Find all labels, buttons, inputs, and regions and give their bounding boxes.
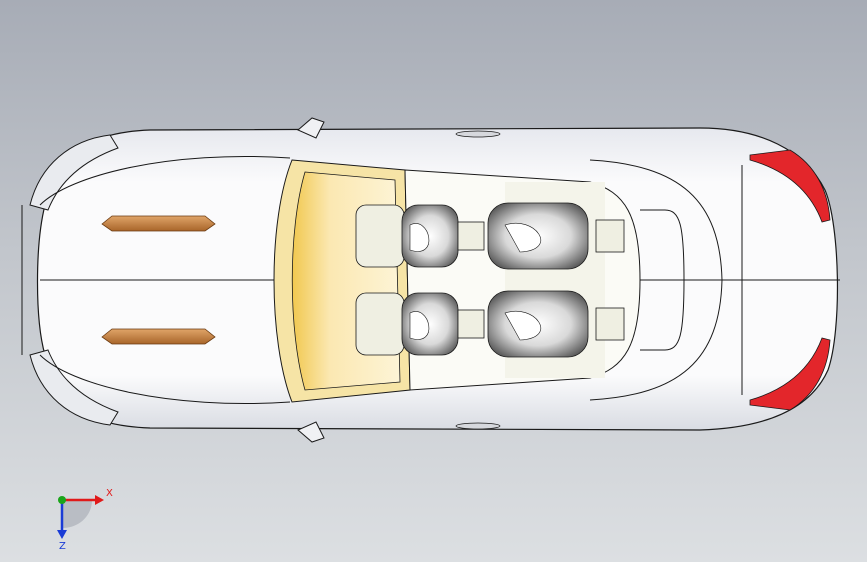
triad-shadow [62,500,92,528]
tail-light [749,337,831,411]
door-handle [455,130,501,138]
door-handle [455,422,501,430]
seat [355,204,485,268]
seat [355,292,485,356]
side-mirror [297,117,325,139]
hood-vent [101,215,216,232]
coordinate-triad[interactable]: X Z [40,480,120,550]
seat [487,202,625,270]
z-axis-label: Z [59,541,66,550]
front-fender-contour [29,134,119,211]
z-axis-arrowhead [57,530,67,539]
side-mirror [297,421,325,443]
x-axis-label: X [106,488,113,499]
hood-vent [101,328,216,345]
y-axis-dot [58,496,66,504]
hood-line [39,354,291,404]
seat [487,290,625,358]
rear-deck-line [589,159,723,401]
tail-light [749,149,831,223]
front-fender-contour [29,349,119,426]
hood-line [39,156,291,206]
rear-deck [640,209,685,351]
x-axis-arrowhead [95,495,104,505]
